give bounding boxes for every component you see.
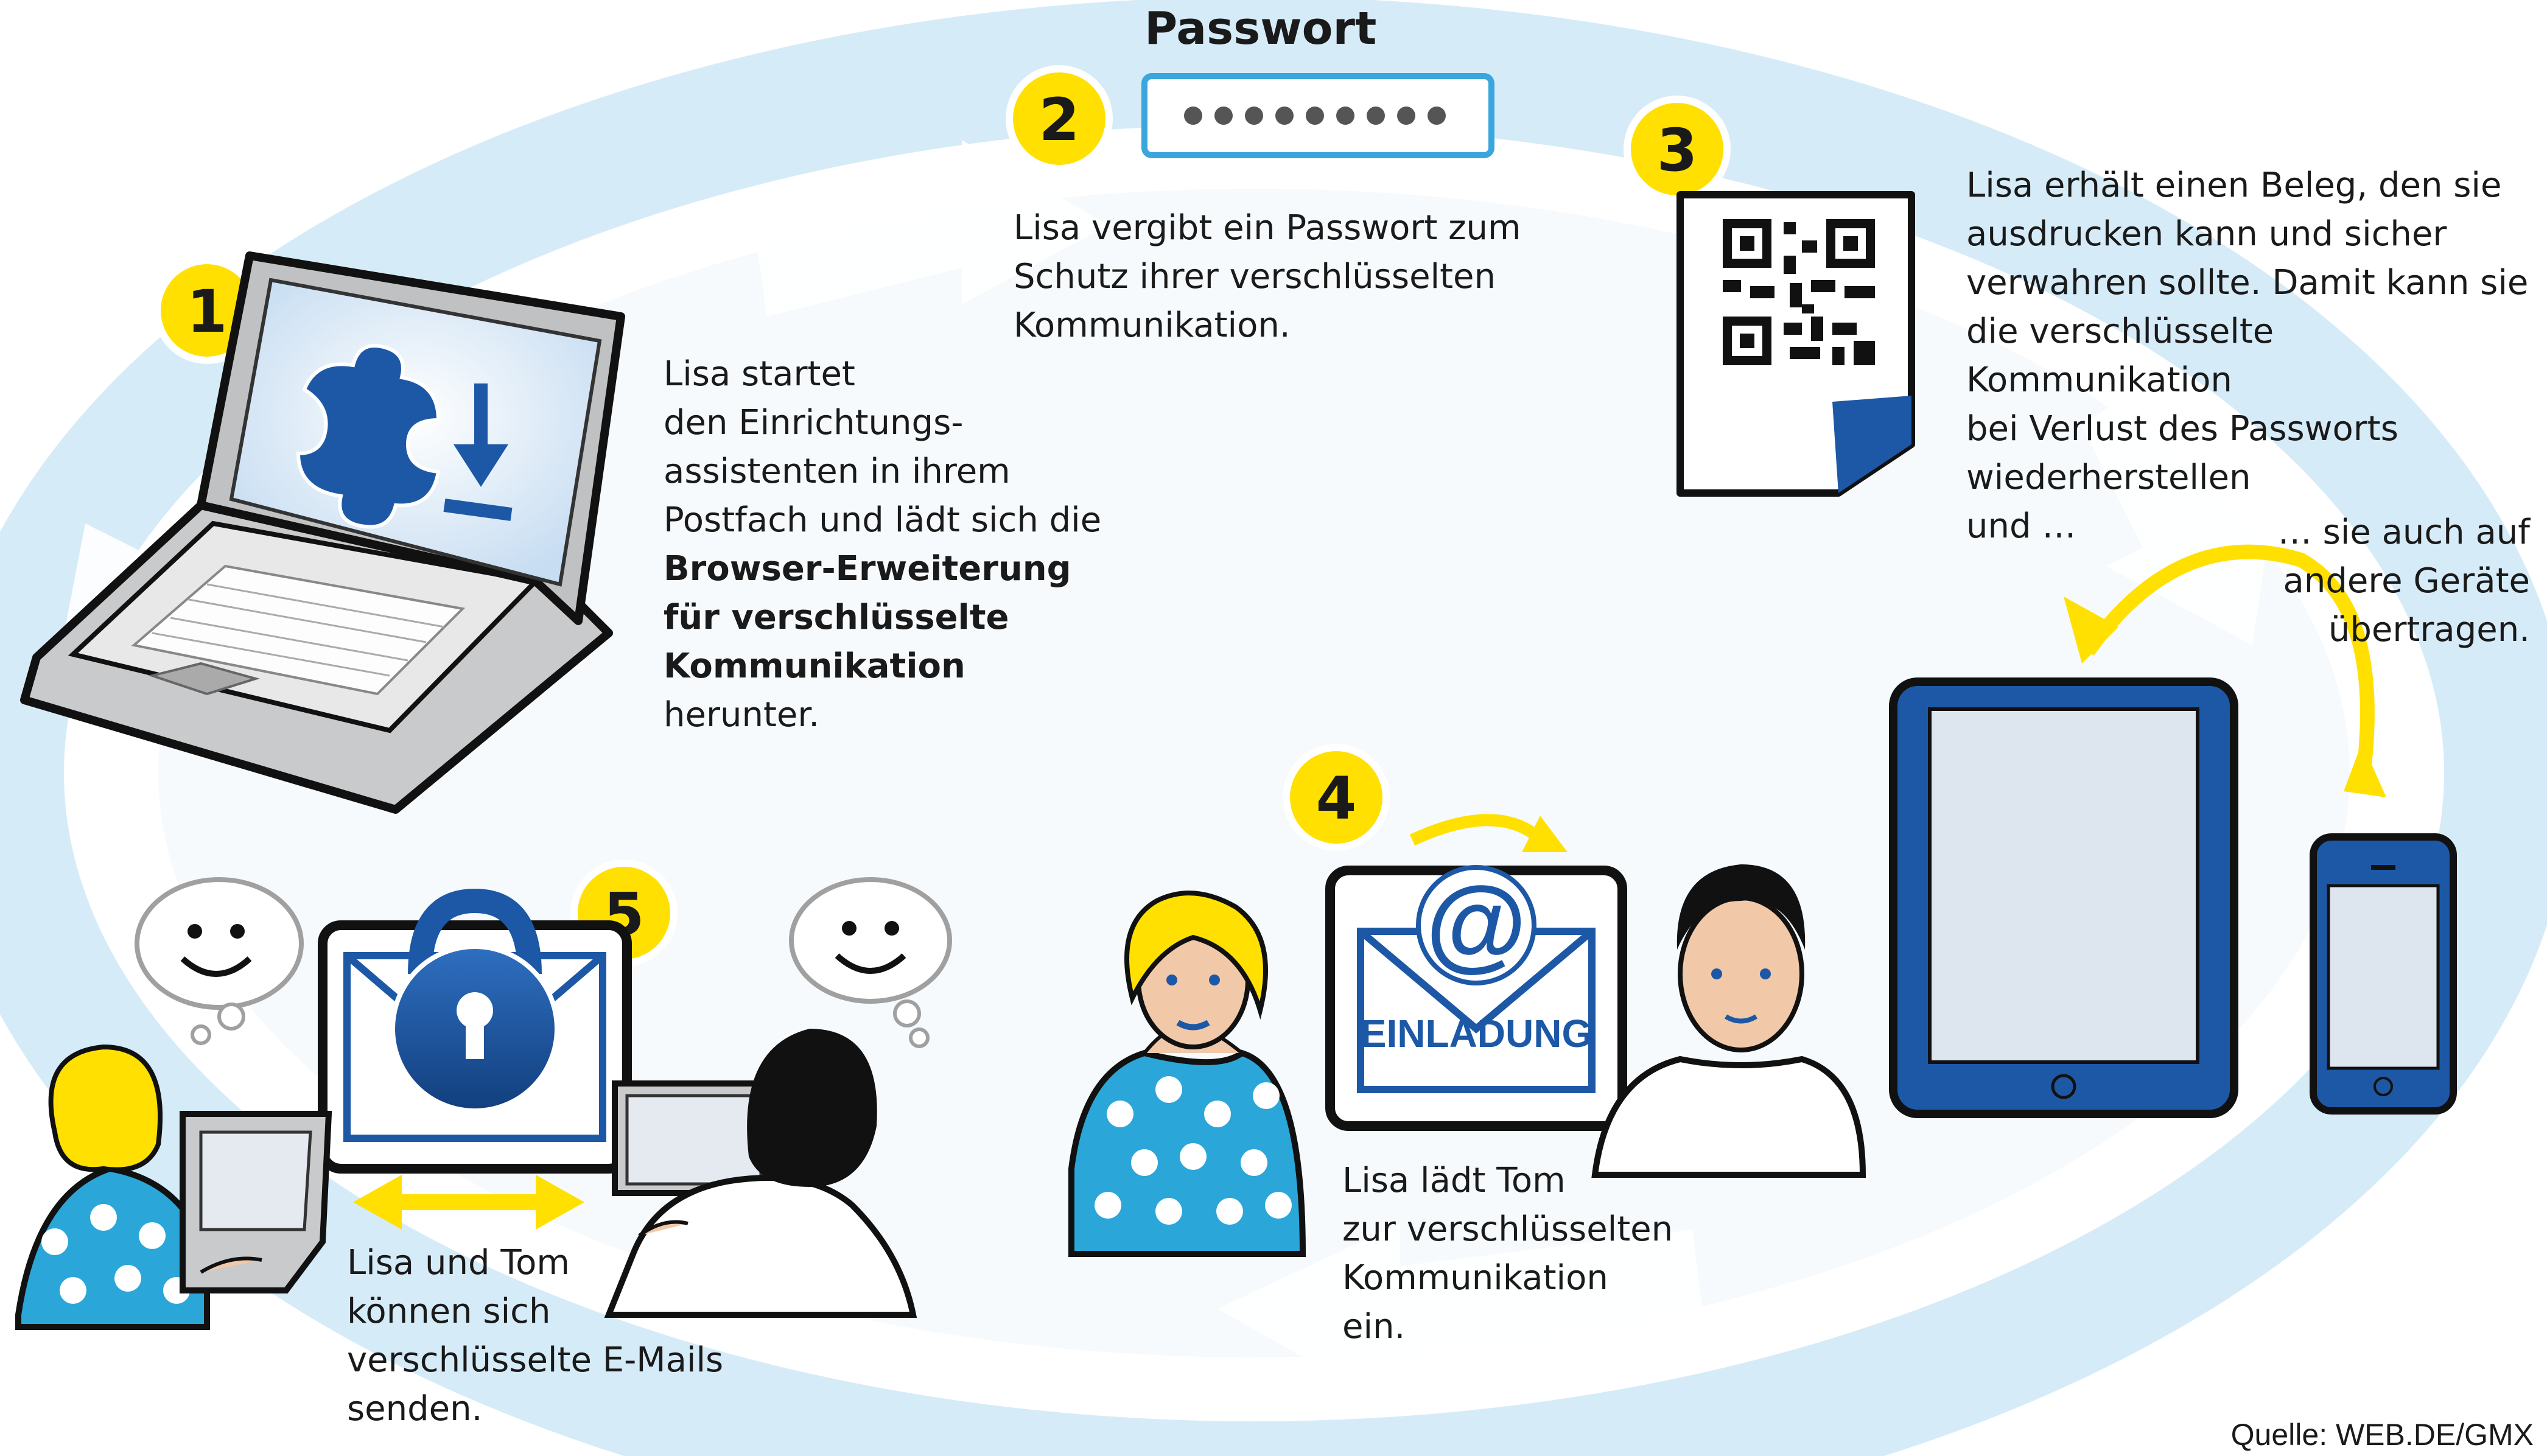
svg-text:4: 4 — [1316, 765, 1357, 833]
tom-step5 — [604, 1029, 917, 1318]
step-badge-3: 3 — [1624, 96, 1731, 203]
step-3-text: Lisa erhält einen Beleg, den sie ausdruc… — [1966, 166, 2529, 546]
receipt-qr-icon — [1676, 191, 1915, 497]
svg-text:3: 3 — [1657, 116, 1698, 184]
step-2-text: Lisa vergibt ein Passwort zum Schutz ihr… — [1014, 208, 1521, 345]
thought-bubble-right — [789, 877, 952, 1048]
step-badge-2: 2 — [1006, 65, 1113, 172]
svg-text:1: 1 — [187, 278, 228, 346]
source-credit: Quelle: WEB.DE/GMX — [2230, 1418, 2534, 1452]
step-1-text: Lisa startet den Einrichtungs- assistent… — [664, 354, 1102, 735]
step-4-text: Lisa lädt Tom zur verschlüsselten Kommun… — [1342, 1161, 1673, 1346]
step-badge-4: 4 — [1283, 744, 1390, 851]
svg-text:EINLADUNG: EINLADUNG — [1361, 1012, 1592, 1055]
phone-device — [2310, 833, 2457, 1115]
ring-arrow-top — [755, 140, 1108, 317]
lock-envelope — [318, 888, 632, 1174]
tablet-device — [1889, 677, 2238, 1118]
puzzle-download-icon — [296, 344, 513, 529]
step-3-transfer-text: … sie auch auf andere Geräte übertragen. — [2277, 513, 2530, 649]
svg-text:2: 2 — [1039, 86, 1080, 154]
laptop-illustration — [20, 251, 625, 814]
transfer-arrow — [2064, 544, 2386, 797]
thought-bubble-left — [135, 877, 304, 1045]
invitation-envelope: @ EINLADUNG — [1325, 865, 1627, 1131]
password-title: Passwort — [1144, 2, 1377, 55]
at-sign-icon: @ — [1426, 866, 1527, 981]
lisa-step5 — [15, 1044, 332, 1330]
tom-step4 — [1591, 864, 1866, 1178]
step-5-text: Lisa und Tom können sich verschlüsselte … — [347, 1243, 724, 1429]
password-dots — [1184, 107, 1446, 125]
exchange-arrow — [353, 1175, 584, 1230]
password-field — [1141, 73, 1494, 158]
ring-arrow-bottom — [1217, 1223, 1704, 1412]
invitation-arrow — [1409, 814, 1568, 852]
smiley-icon — [842, 921, 899, 936]
lisa-step4 — [1068, 891, 1306, 1257]
smiley-icon — [187, 924, 245, 939]
ring-arrow-right — [2082, 365, 2277, 645]
